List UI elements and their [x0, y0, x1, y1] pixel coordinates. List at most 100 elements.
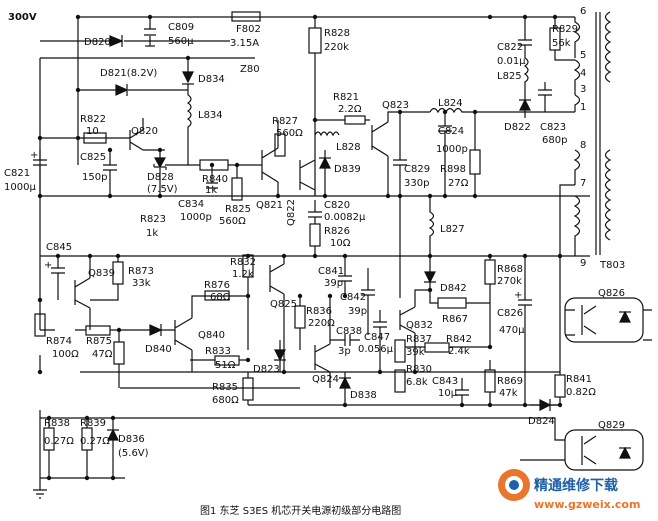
component-label: R876: [204, 280, 230, 291]
pin-label: 3: [580, 84, 586, 95]
watermark-title: 精通维修下载: [534, 477, 618, 494]
component-value: 0.82Ω: [566, 387, 596, 398]
component-label: R875: [86, 336, 112, 347]
component-value: 1k: [146, 228, 158, 239]
figure-caption: 图1 东芝 S3ES 机芯开关电源初级部分电路图: [200, 504, 401, 517]
component-value: 27Ω: [448, 178, 469, 189]
component-value: 1000μ: [4, 182, 36, 193]
component-label: R898: [440, 164, 466, 175]
component-label: D836: [118, 434, 145, 445]
component-label: R836: [306, 306, 332, 317]
component-label: C822: [497, 42, 523, 53]
supply-voltage-label: 300V: [8, 12, 37, 23]
component-label: R823: [140, 214, 166, 225]
component-value: 39p: [324, 278, 343, 289]
component-value: 6.8k: [406, 377, 428, 388]
component-value: 220Ω: [308, 318, 335, 329]
component-label: Q825: [270, 299, 297, 310]
component-value: 680p: [542, 135, 567, 146]
component-value: 150p: [82, 172, 107, 183]
component-label: D834: [198, 74, 225, 85]
component-label: R829: [552, 24, 578, 35]
component-label: R868: [497, 264, 523, 275]
pin-label: 4: [580, 68, 586, 79]
component-label: R835: [212, 382, 238, 393]
component-label: L828: [336, 142, 361, 153]
svg-text:+: +: [44, 260, 52, 271]
component-label: C824: [438, 126, 464, 137]
component-label: Q821: [256, 200, 283, 211]
component-label: C838: [336, 326, 362, 337]
component-value: 1000p: [436, 144, 468, 155]
component-value: 560Ω: [276, 128, 303, 139]
component-value: 33k: [132, 278, 151, 289]
component-value: 10Ω: [330, 238, 351, 249]
component-label: C809: [168, 22, 194, 33]
component-value: 68Ω: [210, 292, 231, 303]
component-label: C826: [497, 308, 523, 319]
component-label: D821(8.2V): [100, 68, 157, 79]
component-label: D820: [84, 37, 111, 48]
component-label: Q826: [598, 288, 625, 299]
component-label: Q840: [198, 330, 225, 341]
component-value: 39k: [406, 347, 425, 358]
component-label: Q829: [598, 420, 625, 431]
component-label: C820: [324, 200, 350, 211]
component-label: F802: [236, 24, 261, 35]
component-label: R825: [225, 204, 251, 215]
pin-label: 7: [580, 178, 586, 189]
component-value: 3p: [338, 346, 351, 357]
component-label: R832: [230, 257, 256, 268]
svg-text:+: +: [514, 290, 522, 301]
component-value: 330p: [404, 178, 429, 189]
component-label: D824: [528, 416, 555, 427]
pin-label: 1: [580, 102, 586, 113]
component-value: (7.5V): [147, 184, 178, 195]
component-label: C845: [46, 242, 72, 253]
component-label: D828: [147, 172, 174, 183]
component-label: C825: [80, 152, 106, 163]
component-label: D842: [440, 283, 467, 294]
component-value: 0.056μ: [358, 344, 394, 355]
component-value: 560μ: [168, 36, 194, 47]
pin-label: 8: [580, 140, 586, 151]
component-label: R833: [205, 346, 231, 357]
component-value: 560Ω: [219, 216, 246, 227]
component-value: 470μ: [499, 325, 525, 336]
component-value: 0.27Ω: [80, 436, 110, 447]
component-label: D822: [504, 122, 531, 133]
component-value: 270k: [497, 276, 522, 287]
component-label: C821: [4, 168, 30, 179]
junction-dots: [37, 14, 563, 481]
component-label: R827: [272, 116, 298, 127]
component-value: 39p: [348, 306, 367, 317]
component-value: (5.6V): [118, 448, 149, 459]
component-label: R839: [80, 418, 106, 429]
component-label: C841: [318, 266, 344, 277]
component-value: 0.01μ: [497, 56, 526, 67]
component-label: R822: [80, 114, 106, 125]
svg-text:+: +: [30, 150, 38, 161]
component-value: 1000p: [180, 212, 212, 223]
component-label: C842: [340, 292, 366, 303]
component-value: 220k: [324, 42, 349, 53]
ground-symbol: [33, 478, 47, 499]
component-label: Q822: [286, 199, 297, 226]
component-value: 56k: [552, 38, 571, 49]
component-label: C823: [540, 122, 566, 133]
component-label: Q839: [88, 268, 115, 279]
component-label: Q823: [382, 100, 409, 111]
component-value: 3.15A: [230, 38, 259, 49]
watermark: 精通维修下载 www.gzweix.com: [498, 469, 640, 511]
transformer-label: T803: [599, 260, 625, 271]
component-label: C847: [364, 332, 390, 343]
component-label: R874: [46, 336, 72, 347]
component-label: R842: [446, 334, 472, 345]
component-labels: C809 560μ F802 3.15A R828 220k D820 D821…: [4, 22, 625, 459]
component-label: L827: [440, 224, 465, 235]
component-label: Q824: [312, 374, 339, 385]
watermark-url: www.gzweix.com: [534, 498, 640, 511]
component-value: 47k: [499, 388, 518, 399]
component-label: C843: [432, 376, 458, 387]
